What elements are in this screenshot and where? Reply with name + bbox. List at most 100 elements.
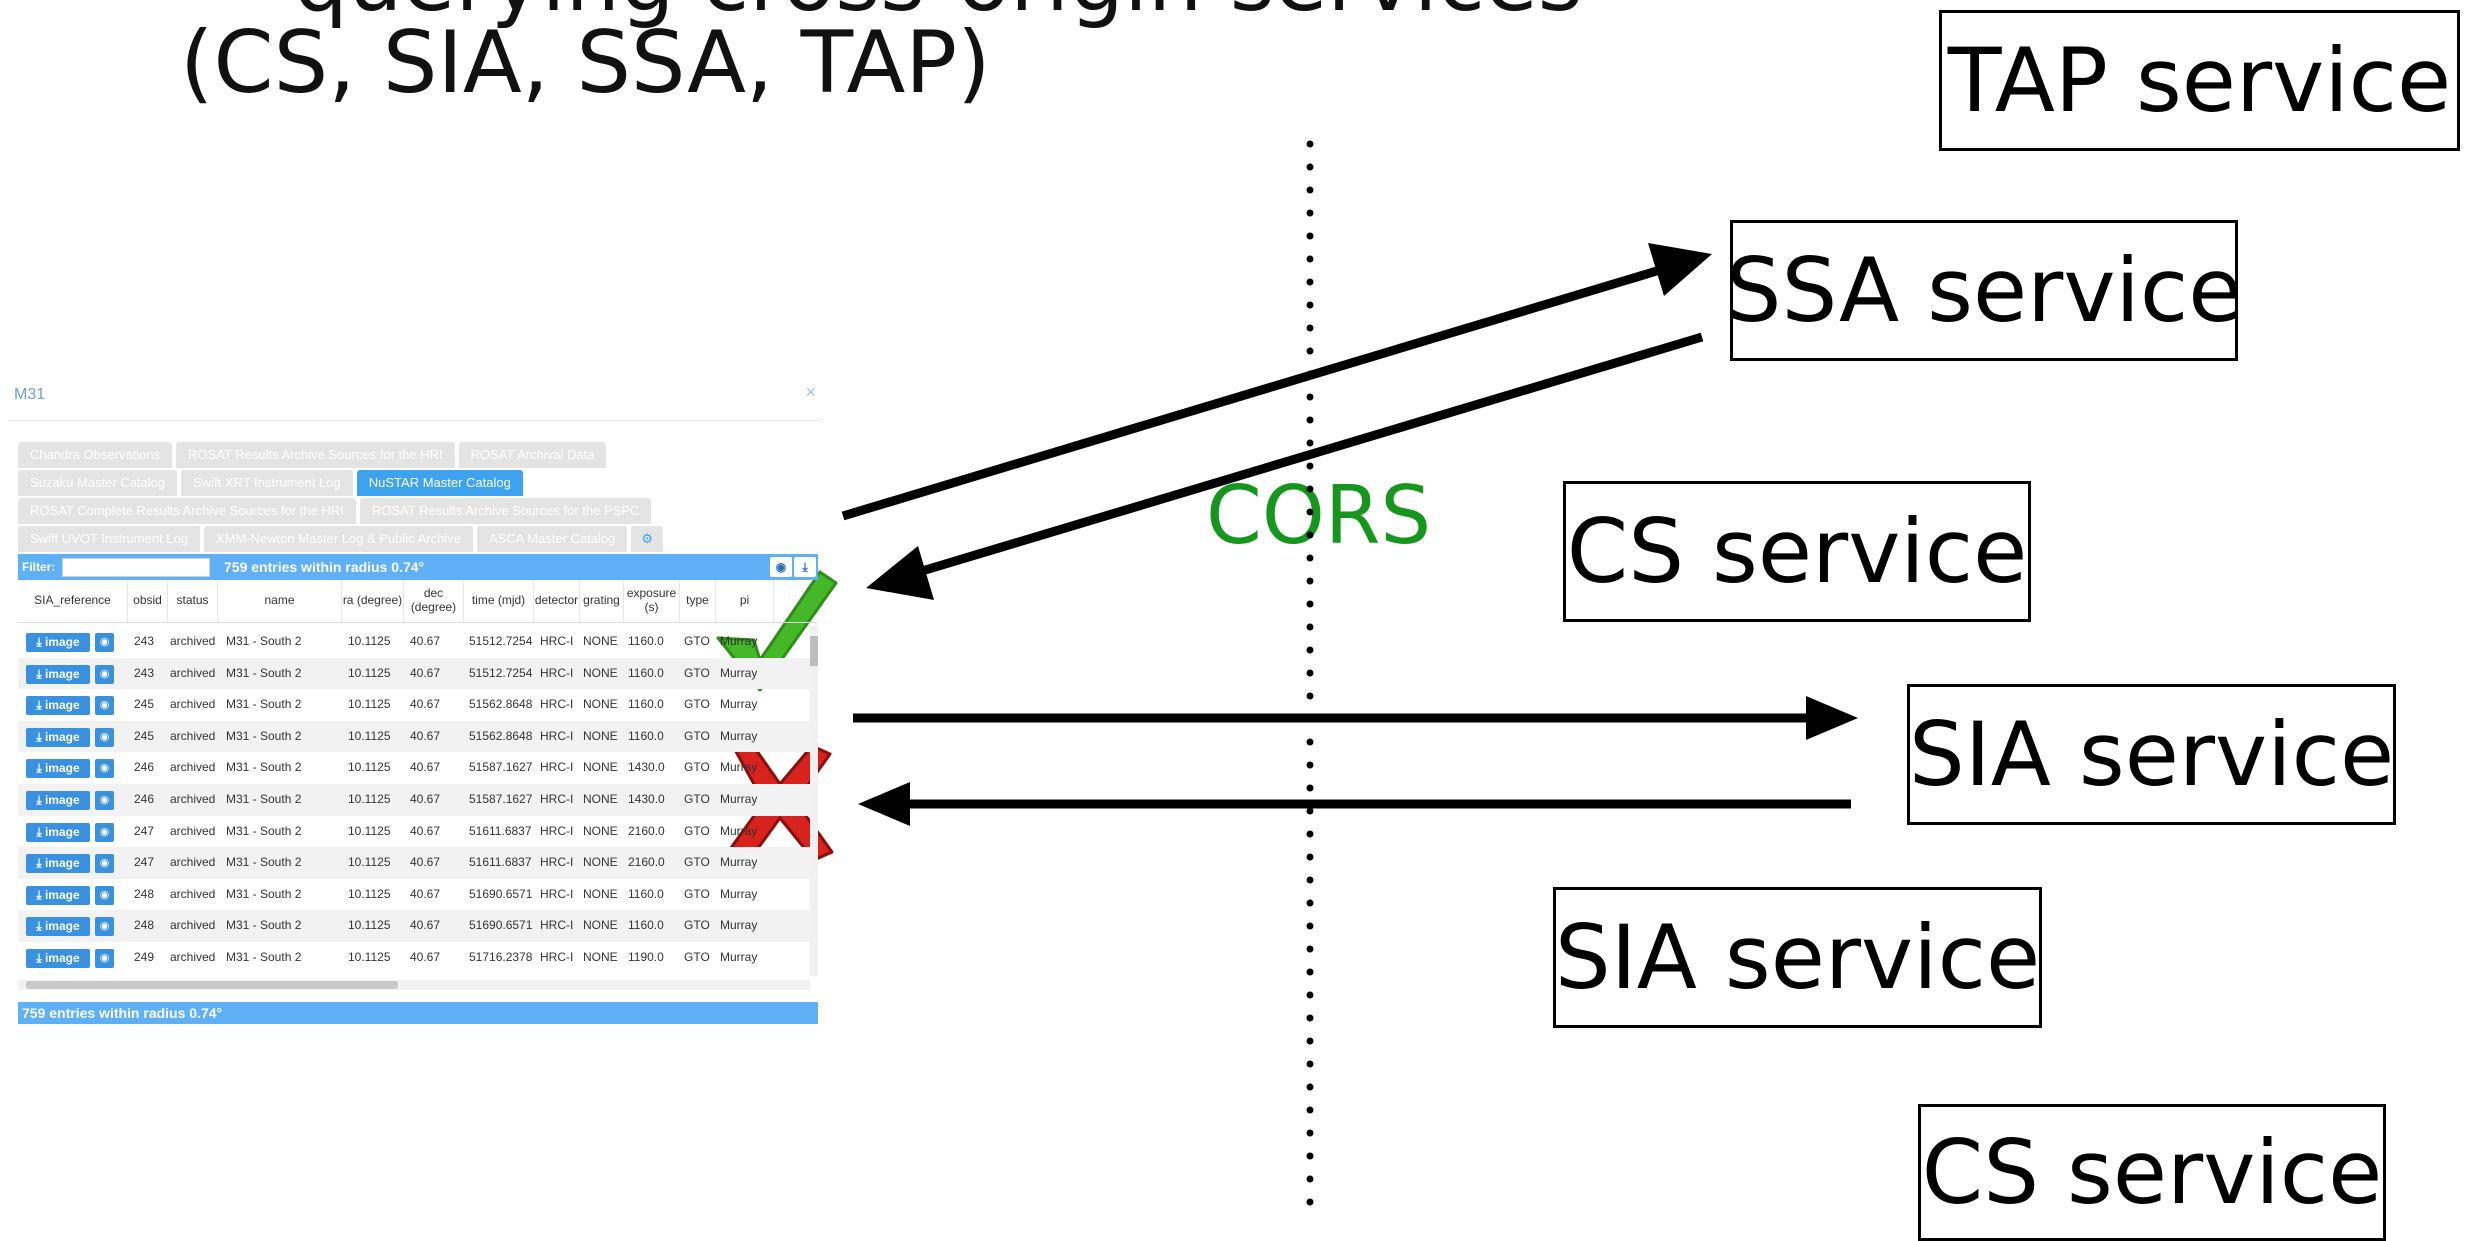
rss-icon[interactable]: ◉ bbox=[95, 822, 114, 842]
col-sia-reference[interactable]: SIA_reference bbox=[18, 580, 128, 622]
tap-service-box: TAP service bbox=[1939, 10, 2460, 151]
tap-service-label: TAP service bbox=[1947, 28, 2452, 132]
vertical-scrollbar[interactable] bbox=[810, 626, 818, 976]
cs-service-lower-label: CS service bbox=[1921, 1120, 2383, 1224]
tab-rosat-complete-hri[interactable]: ROSAT Complete Results Archive Sources f… bbox=[18, 498, 356, 524]
vertical-scroll-thumb[interactable] bbox=[810, 636, 818, 666]
image-download-button[interactable]: ⤓ image bbox=[26, 633, 90, 652]
rss-icon[interactable]: ◉ bbox=[95, 854, 114, 874]
cell-dec: 40.67 bbox=[410, 665, 441, 680]
cell-detector: HRC-I bbox=[540, 634, 574, 648]
cell-exposure: 1160.0 bbox=[628, 665, 664, 680]
cell-exposure: 1430.0 bbox=[628, 792, 665, 806]
image-download-button[interactable]: ⤓ image bbox=[26, 696, 90, 716]
cell-pi: Murray bbox=[720, 697, 758, 712]
image-download-button[interactable]: ⤓ image bbox=[26, 791, 90, 810]
cell-name: M31 - South 2 bbox=[226, 886, 302, 901]
image-download-button[interactable]: ⤓ image bbox=[26, 664, 90, 684]
col-exposure[interactable]: exposure (s) bbox=[624, 580, 680, 622]
rss-icon[interactable]: ◉ bbox=[95, 949, 114, 968]
cell-time: 51690.6571 bbox=[469, 886, 533, 901]
image-download-button[interactable]: ⤓ image bbox=[26, 885, 90, 905]
settings-gear-icon[interactable]: ⚙ bbox=[631, 526, 664, 552]
tab-asca-master-catalog[interactable]: ASCA Master Catalog bbox=[476, 526, 628, 552]
col-pi[interactable]: pi bbox=[716, 580, 774, 622]
cell-exposure: 1160.0 bbox=[628, 918, 664, 933]
col-time[interactable]: time (mjd) bbox=[464, 580, 534, 622]
col-name[interactable]: name bbox=[218, 580, 342, 622]
cell-status: archived bbox=[170, 792, 216, 806]
col-obsid[interactable]: obsid bbox=[128, 580, 168, 622]
rss-icon[interactable]: ◉ bbox=[95, 664, 114, 684]
tab-xmm-newton-log[interactable]: XMM-Newton Master Log & Public Archive bbox=[204, 526, 473, 552]
cell-name: M31 - South 2 bbox=[226, 728, 302, 743]
horizontal-scrollbar[interactable] bbox=[18, 980, 810, 990]
cell-obsid: 247 bbox=[134, 823, 155, 838]
col-dec[interactable]: dec (degree) bbox=[404, 580, 464, 622]
cell-status: archived bbox=[170, 855, 216, 870]
tab-chandra-observations[interactable]: Chandra Observations bbox=[18, 442, 173, 468]
cell-pi: Murray bbox=[720, 855, 758, 870]
sia-request-arrowhead bbox=[1806, 696, 1858, 740]
tab-suzaku-master-catalog[interactable]: Suzaku Master Catalog bbox=[18, 470, 178, 496]
rss-icon[interactable]: ◉ bbox=[95, 696, 114, 716]
tab-rosat-archival-data[interactable]: ROSAT Archival Data bbox=[458, 442, 607, 468]
image-download-button[interactable]: ⤓ image bbox=[26, 822, 90, 842]
col-grating[interactable]: grating bbox=[580, 580, 624, 622]
ssa-request-arrowhead bbox=[1648, 243, 1712, 296]
rss-icon[interactable]: ◉ bbox=[95, 727, 114, 747]
cell-detector: HRC-I bbox=[540, 823, 574, 838]
rss-icon[interactable]: ◉ bbox=[95, 759, 114, 779]
cell-grating: NONE bbox=[583, 634, 618, 648]
image-download-button[interactable]: ⤓ image bbox=[26, 727, 90, 747]
rss-icon[interactable]: ◉ bbox=[95, 633, 114, 652]
download-icon[interactable]: ⤓ bbox=[794, 557, 816, 577]
cell-obsid: 243 bbox=[134, 665, 155, 680]
close-icon[interactable]: × bbox=[805, 382, 816, 402]
cell-dec: 40.67 bbox=[410, 760, 441, 775]
title-divider bbox=[8, 420, 820, 421]
rss-icon[interactable]: ◉ bbox=[95, 917, 114, 937]
tab-swift-xrt-log[interactable]: Swift XRT Instrument Log bbox=[181, 470, 353, 496]
rss-icon[interactable]: ◉ bbox=[95, 791, 114, 810]
rss-feed-icon[interactable]: ◉ bbox=[770, 557, 792, 577]
image-download-button[interactable]: ⤓ image bbox=[26, 949, 90, 968]
col-type[interactable]: type bbox=[680, 580, 716, 622]
tab-rosat-pspc-sources[interactable]: ROSAT Results Archive Sources for the PS… bbox=[359, 498, 652, 524]
cell-status: archived bbox=[170, 918, 216, 933]
col-status[interactable]: status bbox=[168, 580, 218, 622]
cell-ra: 10.1125 bbox=[348, 918, 391, 933]
widget-title: M31 bbox=[14, 386, 46, 403]
image-download-button[interactable]: ⤓ image bbox=[26, 759, 90, 779]
horizontal-scroll-thumb[interactable] bbox=[26, 981, 398, 989]
tab-nustar-master-catalog[interactable]: NuSTAR Master Catalog bbox=[356, 470, 523, 496]
col-ra[interactable]: ra (degree) bbox=[342, 580, 404, 622]
image-download-button[interactable]: ⤓ image bbox=[26, 917, 90, 937]
cell-type: GTO bbox=[684, 823, 710, 838]
cell-status: archived bbox=[170, 823, 216, 838]
col-detector[interactable]: detector bbox=[534, 580, 580, 622]
cell-detector: HRC-I bbox=[540, 760, 574, 775]
rss-icon[interactable]: ◉ bbox=[95, 885, 114, 905]
tab-swift-uvot-log[interactable]: Swift UVOT Instrument Log bbox=[18, 526, 200, 552]
cell-name: M31 - South 2 bbox=[226, 665, 302, 680]
image-download-button[interactable]: ⤓ image bbox=[26, 854, 90, 874]
tab-rosat-hri-sources[interactable]: ROSAT Results Archive Sources for the HR… bbox=[176, 442, 455, 468]
tab-row-4: Swift UVOT Instrument Log XMM-Newton Mas… bbox=[18, 526, 664, 552]
filter-input[interactable] bbox=[62, 558, 210, 577]
cell-grating: NONE bbox=[583, 855, 618, 870]
cell-ra: 10.1125 bbox=[348, 792, 391, 806]
sia-service-box-lower: SIA service bbox=[1553, 887, 2042, 1028]
table-header: SIA_reference obsid status name ra (degr… bbox=[18, 580, 818, 623]
